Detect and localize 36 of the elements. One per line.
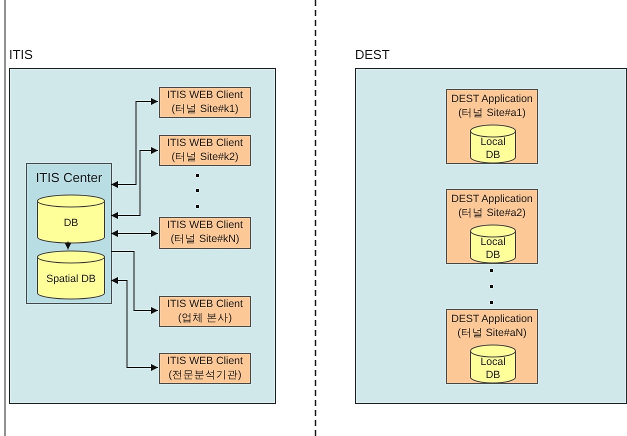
panel-heading: DEST — [355, 47, 390, 62]
application-box — [446, 189, 538, 264]
client-box — [159, 217, 251, 249]
connector-arrow — [110, 277, 158, 371]
box-label: DEST Application (터널 Site#aN) — [450, 313, 534, 340]
box-label: ITIS WEB Client (전문분석기관) — [166, 354, 244, 382]
database-cylinder — [470, 225, 516, 263]
database-label: DB — [64, 216, 78, 230]
client-box — [159, 296, 251, 327]
connector-arrow — [110, 251, 158, 314]
client-box — [159, 135, 251, 166]
application-box — [446, 309, 538, 384]
connector-arrow — [110, 147, 158, 219]
database-label: Spatial DB — [46, 272, 96, 286]
server-box — [26, 163, 112, 304]
connector-arrow — [110, 98, 158, 188]
database-cylinder — [37, 195, 105, 243]
panel-heading: ITIS — [9, 47, 33, 62]
box-label: DEST Application (터널 Site#a2) — [450, 193, 534, 220]
database-cylinder — [470, 125, 516, 163]
client-box — [159, 353, 251, 384]
connector-arrow — [64, 241, 72, 250]
box-title: ITIS Center — [34, 170, 104, 185]
database-label: Local DB — [479, 134, 507, 162]
client-box — [159, 87, 251, 118]
application-box — [446, 89, 538, 164]
box-label: ITIS WEB Client (터널 Site#k1) — [166, 88, 244, 116]
database-cylinder — [37, 251, 105, 299]
database-label: Local DB — [479, 354, 507, 382]
box-label: ITIS WEB Client (터널 Site#k2) — [166, 136, 244, 164]
connector-arrow — [110, 230, 158, 237]
box-label: ITIS WEB Client (터널 Site#kN) — [166, 219, 244, 247]
database-label: Local DB — [479, 234, 507, 262]
box-label: ITIS WEB Client (업체 본사) — [166, 298, 244, 326]
box-label: DEST Application (터널 Site#a1) — [450, 93, 534, 120]
database-cylinder — [470, 345, 516, 383]
